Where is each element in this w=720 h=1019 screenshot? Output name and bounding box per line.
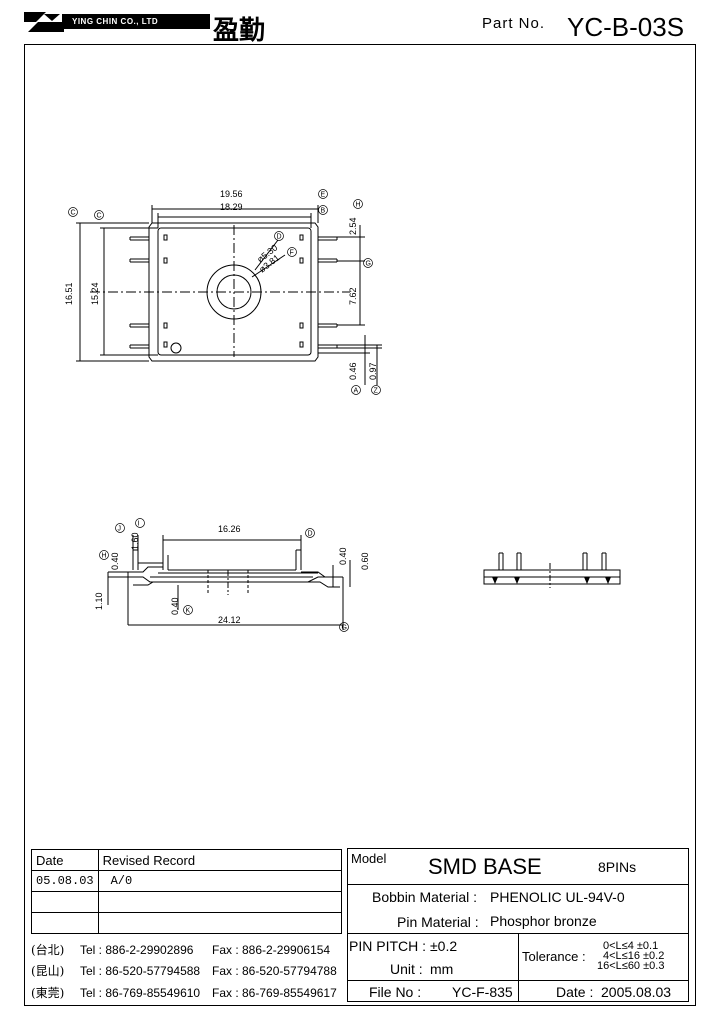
drawing-frame bbox=[24, 44, 696, 1006]
logo-bar bbox=[62, 14, 210, 29]
contact-tel: Tel : 886-2-29902896 bbox=[80, 943, 194, 957]
rev-date bbox=[31, 891, 99, 913]
pin-material: Phosphor bronze bbox=[490, 913, 597, 929]
contact-city: (東莞) bbox=[31, 986, 65, 1000]
part-no: YC-B-03S bbox=[567, 12, 685, 42]
balloon: G bbox=[366, 261, 371, 268]
company-name: YING CHIN CO., LTD bbox=[72, 17, 159, 26]
pitch-label: PIN PITCH : bbox=[349, 938, 427, 954]
balloon: H bbox=[102, 553, 107, 560]
balloon: C bbox=[97, 213, 102, 220]
dim-base-thick: 0.40 bbox=[170, 597, 180, 615]
company-name-cn: 盈勤 bbox=[213, 16, 266, 46]
dim-height: 16.51 bbox=[64, 282, 74, 305]
rev-record bbox=[97, 912, 343, 934]
dim-overall-length: 24.12 bbox=[218, 615, 241, 625]
side-view-drawing: 16.26 1.60 0.40 1.10 0.40 24.12 0.40 0.6… bbox=[94, 518, 370, 632]
release-date: 2005.08.03 bbox=[601, 984, 672, 1000]
rev-date bbox=[31, 912, 99, 934]
top-view-drawing: 19.56 18.29 16.51 15.24 2.54 7.62 0.46 0… bbox=[64, 189, 382, 395]
dim-top-width: 19.56 bbox=[220, 189, 243, 199]
bobbin-label: Bobbin Material : bbox=[372, 889, 478, 905]
rev-record: A/0 bbox=[97, 870, 343, 892]
record-header: Revised Record bbox=[97, 849, 343, 871]
contact-city: (昆山) bbox=[31, 964, 65, 978]
revision-table: Date Revised Record 05.08.03 A/0 bbox=[31, 849, 343, 934]
balloon: G bbox=[342, 625, 347, 632]
balloon: A bbox=[354, 388, 359, 395]
company-logo bbox=[24, 12, 64, 32]
unit-value: mm bbox=[430, 961, 454, 977]
contact-fax: Fax : 86-520-57794788 bbox=[212, 964, 337, 978]
dim-inner-width: 18.29 bbox=[220, 202, 243, 212]
rev-date: 05.08.03 bbox=[31, 870, 99, 892]
dim-base-height: 1.10 bbox=[94, 592, 104, 610]
rev-record bbox=[97, 891, 343, 913]
dim-post-height: 1.60 bbox=[130, 532, 140, 550]
contact-tel: Tel : 86-769-85549610 bbox=[80, 986, 201, 1000]
balloon: I bbox=[138, 521, 140, 528]
dim-pin-thick: 0.40 bbox=[338, 547, 348, 565]
balloon: E bbox=[321, 192, 326, 199]
balloon: Z bbox=[374, 388, 379, 395]
tolerance-1: 0<L≤4 ±0.1 bbox=[603, 940, 659, 952]
dim-post-span: 16.26 bbox=[218, 524, 241, 534]
tolerance-3: 16<L≤60 ±0.3 bbox=[597, 960, 665, 972]
balloon: B bbox=[321, 208, 326, 215]
balloon: F bbox=[290, 250, 294, 257]
file-label: File No : bbox=[369, 984, 422, 1000]
tolerance-2: 4<L≤16 ±0.2 bbox=[603, 950, 665, 962]
pin-material-label: Pin Material : bbox=[397, 914, 479, 930]
model-label: Model bbox=[351, 851, 387, 866]
dim-post-thick: 0.40 bbox=[110, 552, 120, 570]
front-view-drawing bbox=[483, 552, 621, 588]
dim-inner-height: 15.24 bbox=[90, 282, 100, 305]
body-outline bbox=[148, 222, 319, 362]
file-no: YC-F-835 bbox=[452, 984, 513, 1000]
tolerance-label: Tolerance : bbox=[522, 949, 586, 964]
date-label: Date : bbox=[556, 984, 594, 1000]
dim-row-gap: 7.62 bbox=[348, 287, 358, 305]
balloon: K bbox=[186, 608, 191, 615]
contact-fax: Fax : 886-2-29906154 bbox=[212, 943, 331, 957]
balloon: C bbox=[71, 210, 76, 217]
unit-label: Unit : bbox=[390, 961, 423, 977]
balloon: H bbox=[356, 202, 361, 209]
dim-pitch: 2.54 bbox=[348, 217, 358, 235]
contact-city: (台北) bbox=[31, 943, 65, 957]
dim-pad-width: 0.97 bbox=[368, 362, 378, 380]
dim-pin-width: 0.46 bbox=[348, 362, 358, 380]
bobbin-material: PHENOLIC UL-94V-0 bbox=[490, 889, 625, 905]
part-no-label: Part No. bbox=[482, 15, 546, 32]
pitch-value: ±0.2 bbox=[430, 938, 458, 954]
balloon: D bbox=[308, 531, 313, 538]
pin-count: 8PINs bbox=[598, 859, 637, 875]
model-name: SMD BASE bbox=[428, 854, 542, 879]
date-header: Date bbox=[31, 849, 99, 871]
dim-standoff: 0.60 bbox=[360, 552, 370, 570]
contact-tel: Tel : 86-520-57794588 bbox=[80, 964, 201, 978]
balloon: D bbox=[277, 234, 282, 241]
balloon: J bbox=[118, 526, 122, 533]
contact-fax: Fax : 86-769-85549617 bbox=[212, 986, 337, 1000]
